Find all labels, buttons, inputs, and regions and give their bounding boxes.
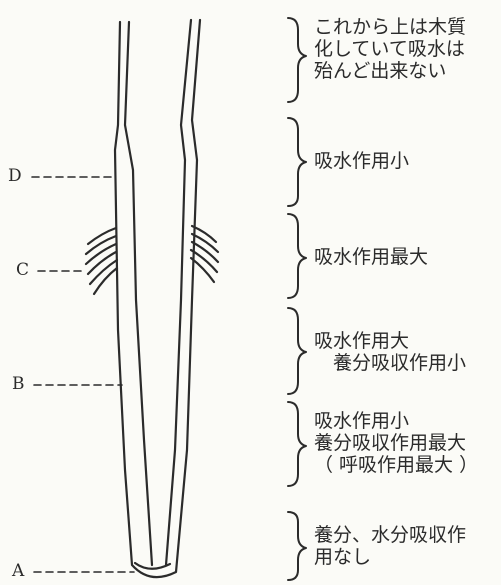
zone-4-line-2: 養分吸収作用小	[314, 352, 466, 374]
zone-5-line-3: （ 呼吸作用最大 ）	[314, 454, 478, 476]
zone-3-line-1: 吸水作用最大	[314, 246, 428, 268]
marker-b: B	[12, 374, 25, 394]
root-inner-right	[166, 20, 191, 565]
zone-label-5: 吸水作用小 養分吸収作用最大 （ 呼吸作用最大 ）	[314, 410, 478, 476]
brace-2	[288, 118, 306, 206]
zone-1-line-2: 化していて吸水は	[314, 38, 466, 60]
brace-4	[288, 308, 306, 394]
brace-3	[288, 214, 306, 298]
zone-label-2: 吸水作用小	[314, 150, 409, 172]
zone-label-3: 吸水作用最大	[314, 246, 428, 268]
zone-label-4: 吸水作用大 養分吸収作用小	[314, 330, 466, 374]
root-inner-left	[125, 22, 152, 565]
marker-c: C	[16, 260, 29, 280]
zone-4-line-1: 吸水作用大	[314, 330, 466, 352]
root-hairs-right	[191, 226, 218, 282]
marker-d: D	[8, 166, 22, 186]
zone-5-line-2: 養分吸収作用最大	[314, 432, 478, 454]
zone-label-1: これから上は木質 化していて吸水は 殆んど出来ない	[314, 16, 466, 82]
zone-2-line-1: 吸水作用小	[314, 150, 409, 172]
zone-1-line-1: これから上は木質	[314, 16, 466, 38]
root-outline	[115, 20, 200, 577]
zone-5-line-1: 吸水作用小	[314, 410, 478, 432]
zone-6-line-2: 用なし	[314, 546, 466, 568]
zone-6-line-1: 養分、水分吸収作	[314, 524, 466, 546]
zone-braces	[288, 18, 306, 580]
brace-5	[288, 402, 306, 486]
marker-a: A	[12, 561, 24, 581]
brace-1	[288, 18, 306, 102]
zone-label-6: 養分、水分吸収作 用なし	[314, 524, 466, 568]
zone-1-line-3: 殆んど出来ない	[314, 60, 466, 82]
root-hairs-left	[86, 228, 117, 294]
brace-6	[288, 512, 306, 580]
